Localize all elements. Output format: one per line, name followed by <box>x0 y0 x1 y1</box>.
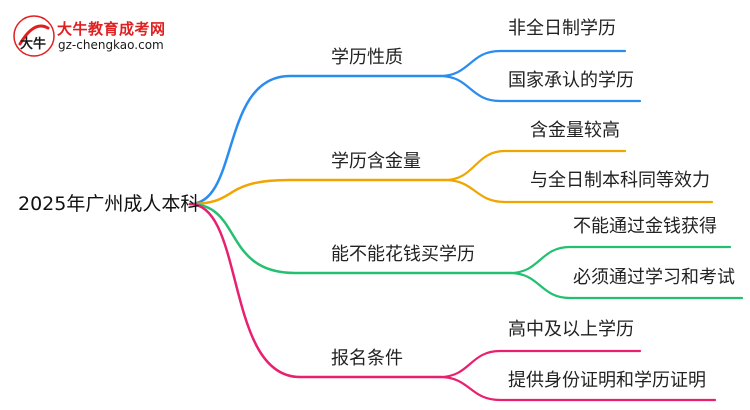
logo-mark-text: 大牛 <box>20 36 46 52</box>
logo-url: gz-chengkao.com <box>58 38 164 52</box>
leaf-node-4-2[interactable]: 提供身份证明和学历证明 <box>508 370 706 391</box>
leaf-connector-2-1 <box>443 149 627 182</box>
leaf-node-2-2[interactable]: 与全日制本科同等效力 <box>530 170 710 191</box>
leaf-node-3-2[interactable]: 必须通过学习和考试 <box>573 267 735 288</box>
leaf-node-3-1[interactable]: 不能通过金钱获得 <box>573 216 717 237</box>
branch-node-1[interactable]: 学历性质 <box>331 47 403 68</box>
leaf-connector-4-2 <box>438 375 717 402</box>
leaf-connector-1-1 <box>438 49 627 78</box>
branch-connector-4 <box>188 202 442 379</box>
branch-connector-3 <box>188 202 512 275</box>
leaf-node-2-1[interactable]: 含金量较高 <box>530 120 620 141</box>
leaf-node-1-2[interactable]: 国家承认的学历 <box>508 70 634 91</box>
branch-node-4[interactable]: 报名条件 <box>331 348 403 369</box>
logo-mark-icon: 大牛 <box>13 15 55 57</box>
leaf-connector-1-2 <box>438 74 642 103</box>
branch-node-3[interactable]: 能不能花钱买学历 <box>331 244 475 265</box>
branch-connector-2 <box>188 178 447 206</box>
leaf-connector-3-1 <box>508 245 732 275</box>
branch-node-2[interactable]: 学历含金量 <box>331 151 421 172</box>
site-logo[interactable]: 大牛 大牛教育成考网 gz-chengkao.com <box>12 14 165 58</box>
logo-title: 大牛教育成考网 <box>57 20 166 38</box>
root-node[interactable]: 2025年广州成人本科 <box>18 193 200 215</box>
leaf-connector-4-1 <box>438 349 642 379</box>
leaf-connector-2-2 <box>443 178 714 204</box>
leaf-node-4-1[interactable]: 高中及以上学历 <box>508 319 634 340</box>
leaf-connector-3-2 <box>508 271 744 300</box>
leaf-node-1-1[interactable]: 非全日制学历 <box>508 18 616 39</box>
branch-connector-1 <box>188 74 442 206</box>
